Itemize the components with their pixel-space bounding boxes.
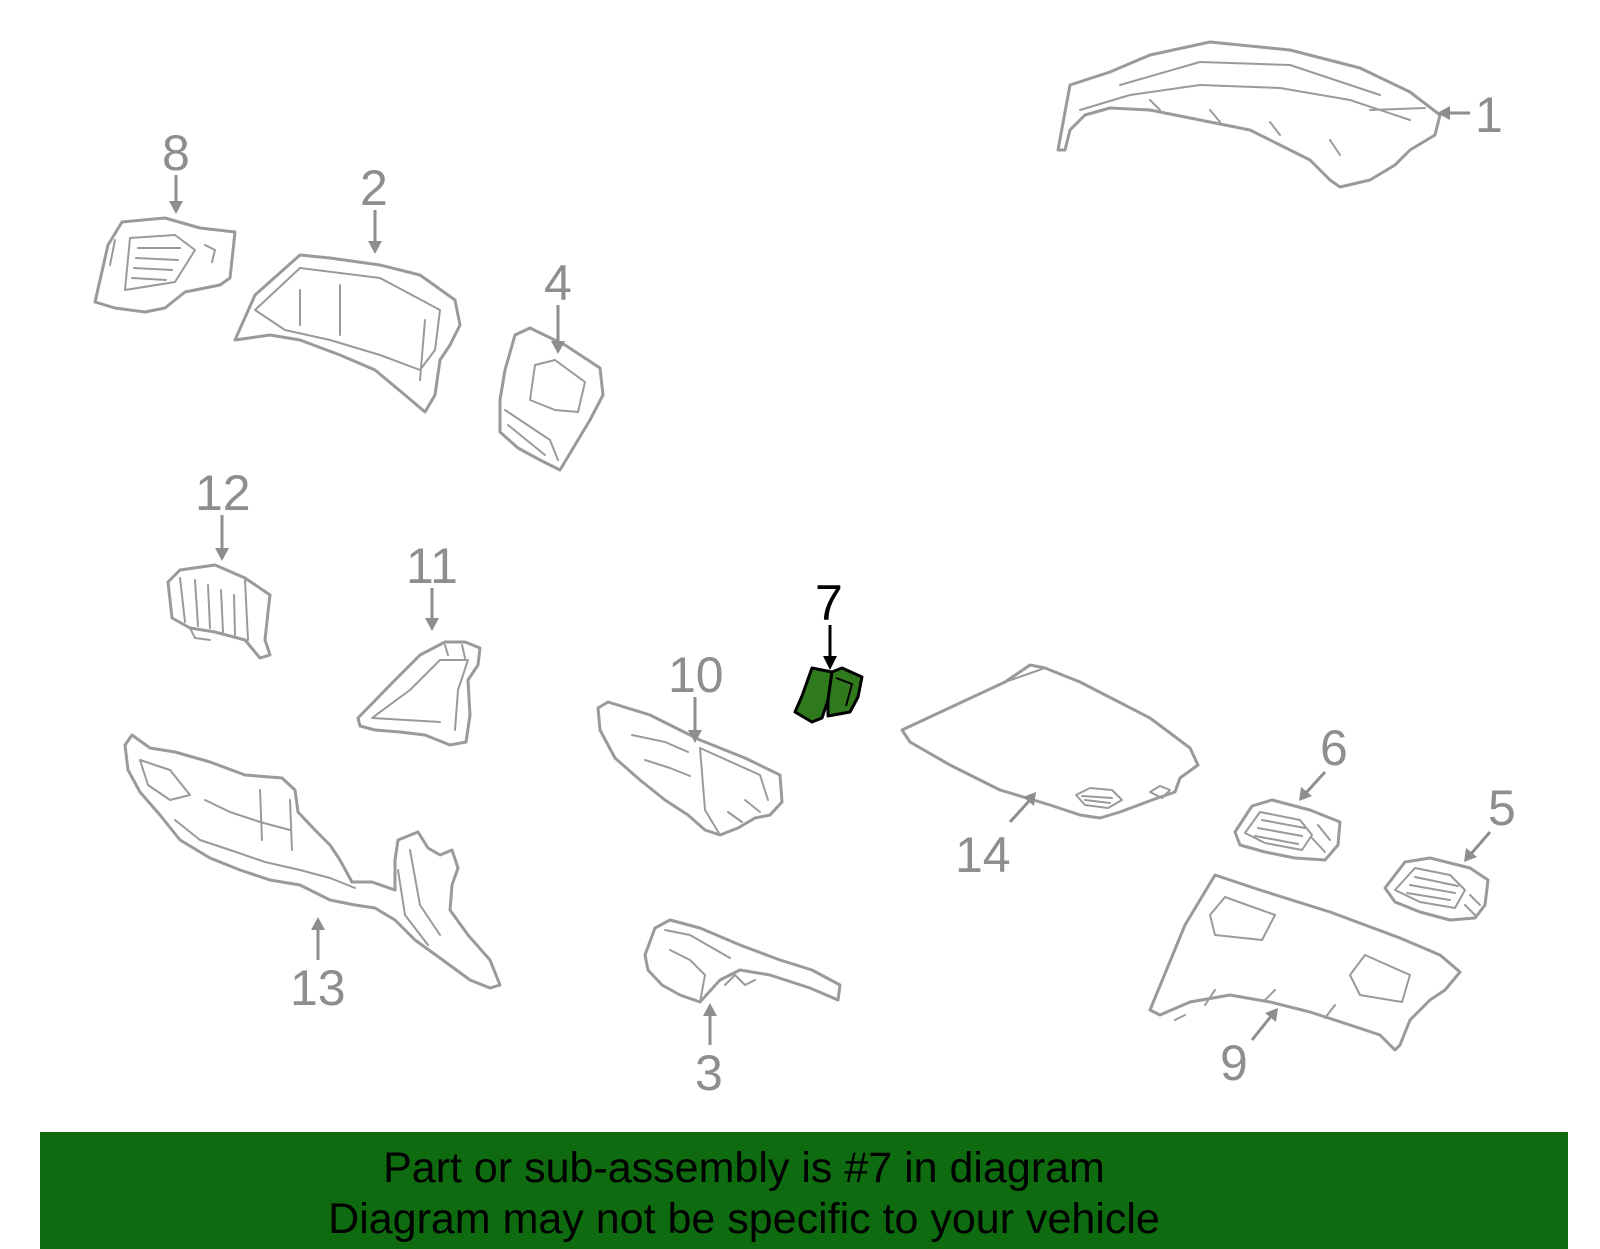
arrowhead-10 — [688, 730, 702, 743]
part-2-meter-visor[interactable] — [233, 253, 462, 414]
callout-13: 13 — [290, 960, 346, 1016]
part-10-glove-box[interactable] — [596, 700, 784, 837]
callout-5: 5 — [1488, 780, 1516, 836]
info-banner: Part or sub-assembly is #7 in diagram Di… — [40, 1132, 1568, 1249]
callout-4: 4 — [544, 255, 572, 311]
part-7-body-left — [793, 666, 834, 724]
callout-12: 12 — [195, 465, 251, 521]
arrowhead-4 — [551, 341, 565, 354]
callout-7: 7 — [815, 575, 843, 631]
part-11-duct[interactable] — [356, 640, 482, 747]
callout-6: 6 — [1320, 720, 1348, 776]
part-7-highlighted[interactable] — [793, 666, 864, 724]
banner-line-2: Diagram may not be specific to your vehi… — [328, 1195, 1160, 1243]
callout-14: 14 — [955, 827, 1011, 883]
arrowhead-6 — [1299, 787, 1312, 801]
leader-14 — [1008, 798, 1032, 824]
arrowhead-9 — [1265, 1008, 1278, 1022]
arrowhead-8 — [169, 201, 183, 214]
part-14-glove-box-door[interactable] — [900, 663, 1200, 820]
part-8-air-vent-left[interactable] — [93, 216, 237, 314]
leader-6 — [1303, 770, 1327, 796]
leader-5 — [1468, 831, 1492, 856]
callout-3: 3 — [695, 1045, 723, 1101]
part-5-air-vent-right[interactable] — [1383, 856, 1490, 922]
arrowhead-1 — [1437, 106, 1450, 120]
callout-2: 2 — [360, 160, 388, 216]
part-7-body-right — [826, 666, 864, 718]
callout-1: 1 — [1475, 87, 1503, 143]
callout-8: 8 — [162, 125, 190, 181]
part-1-dash-upper-cover[interactable] — [1056, 40, 1442, 189]
leader-9 — [1250, 1014, 1274, 1041]
part-13-lower-panel-left[interactable] — [123, 733, 502, 990]
arrowhead-13 — [311, 917, 325, 930]
arrowhead-5 — [1464, 848, 1477, 862]
part-6-air-vent-center[interactable] — [1233, 798, 1342, 862]
arrowhead-12 — [215, 548, 229, 561]
part-4-center-bezel[interactable] — [498, 326, 605, 472]
arrowhead-14 — [1023, 792, 1036, 806]
leader-lines — [169, 106, 1492, 1045]
arrowhead-7 — [823, 656, 837, 670]
callout-9: 9 — [1220, 1035, 1248, 1091]
callout-10: 10 — [668, 647, 724, 703]
banner-line-1: Part or sub-assembly is #7 in diagram — [383, 1144, 1105, 1192]
arrowhead-2 — [368, 241, 382, 254]
part-12-side-duct[interactable] — [166, 563, 272, 660]
arrowhead-11 — [425, 618, 439, 631]
callout-labels: 1 8 2 4 12 11 7 10 6 5 14 13 3 9 — [162, 87, 1516, 1101]
part-9-lower-panel-right[interactable] — [1148, 873, 1462, 1052]
part-3-side-trim[interactable] — [643, 918, 842, 1004]
callout-11: 11 — [406, 538, 458, 594]
arrowhead-3 — [703, 1003, 717, 1016]
